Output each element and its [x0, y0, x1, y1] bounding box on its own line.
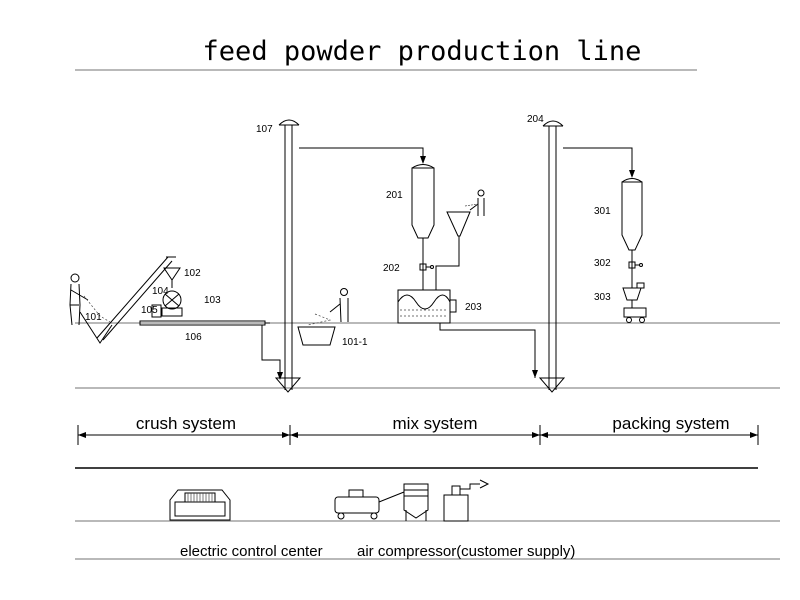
label-103: 103	[204, 295, 221, 306]
crush-system-label: crush system	[136, 414, 236, 433]
label-203: 203	[465, 302, 482, 313]
mix-system-label: mix system	[393, 414, 478, 433]
label-107: 107	[256, 124, 273, 135]
air-compressor-icon	[334, 489, 405, 520]
intake-pit-101-1	[297, 326, 336, 346]
mixer-203	[397, 289, 457, 324]
label-204: 204	[527, 114, 544, 125]
silo-301	[621, 181, 643, 251]
label-106: 106	[185, 332, 202, 343]
motor-105	[151, 304, 162, 318]
powder-stream-101	[83, 295, 111, 323]
label-102: 102	[184, 268, 201, 279]
crusher-104	[161, 290, 183, 317]
electric-control-center-label: electric control center	[180, 543, 323, 560]
worker-figure-101	[69, 273, 89, 326]
packing-system-label: packing system	[612, 414, 729, 433]
label-105: 105	[141, 305, 158, 316]
label-101: 101	[85, 312, 102, 323]
additive-hopper	[446, 211, 471, 237]
air-compressor-label: air compressor(customer supply)	[357, 543, 575, 560]
air-dryer-icon	[443, 479, 490, 522]
pipe-107-to-201	[299, 147, 424, 162]
label-202: 202	[383, 263, 400, 274]
hopper-102	[163, 267, 181, 281]
label-301: 301	[594, 206, 611, 217]
label-104: 104	[152, 286, 169, 297]
label-303: 303	[594, 292, 611, 303]
bucket-elevator-107	[261, 119, 302, 393]
diagram-title: feed powder production line	[203, 36, 642, 67]
valve-302	[628, 261, 643, 269]
label-201: 201	[386, 190, 403, 201]
air-tank-icon	[403, 483, 429, 521]
label-302: 302	[594, 258, 611, 269]
worker-figure-additive	[469, 189, 485, 216]
inclined-conveyor	[96, 256, 169, 339]
bucket-elevator-204	[538, 120, 566, 393]
pipe-203-to-204	[439, 323, 536, 378]
silo-201	[411, 167, 435, 239]
intake-pit-101	[79, 311, 113, 344]
packing-scale-303	[622, 282, 647, 323]
valve-202	[419, 263, 434, 271]
pipe-204-to-301	[563, 147, 633, 176]
electric-control-center-icon	[169, 489, 231, 521]
system-dimension-line	[77, 425, 759, 445]
worker-figure-101-1	[329, 288, 349, 323]
label-101-1: 101-1	[342, 337, 368, 348]
